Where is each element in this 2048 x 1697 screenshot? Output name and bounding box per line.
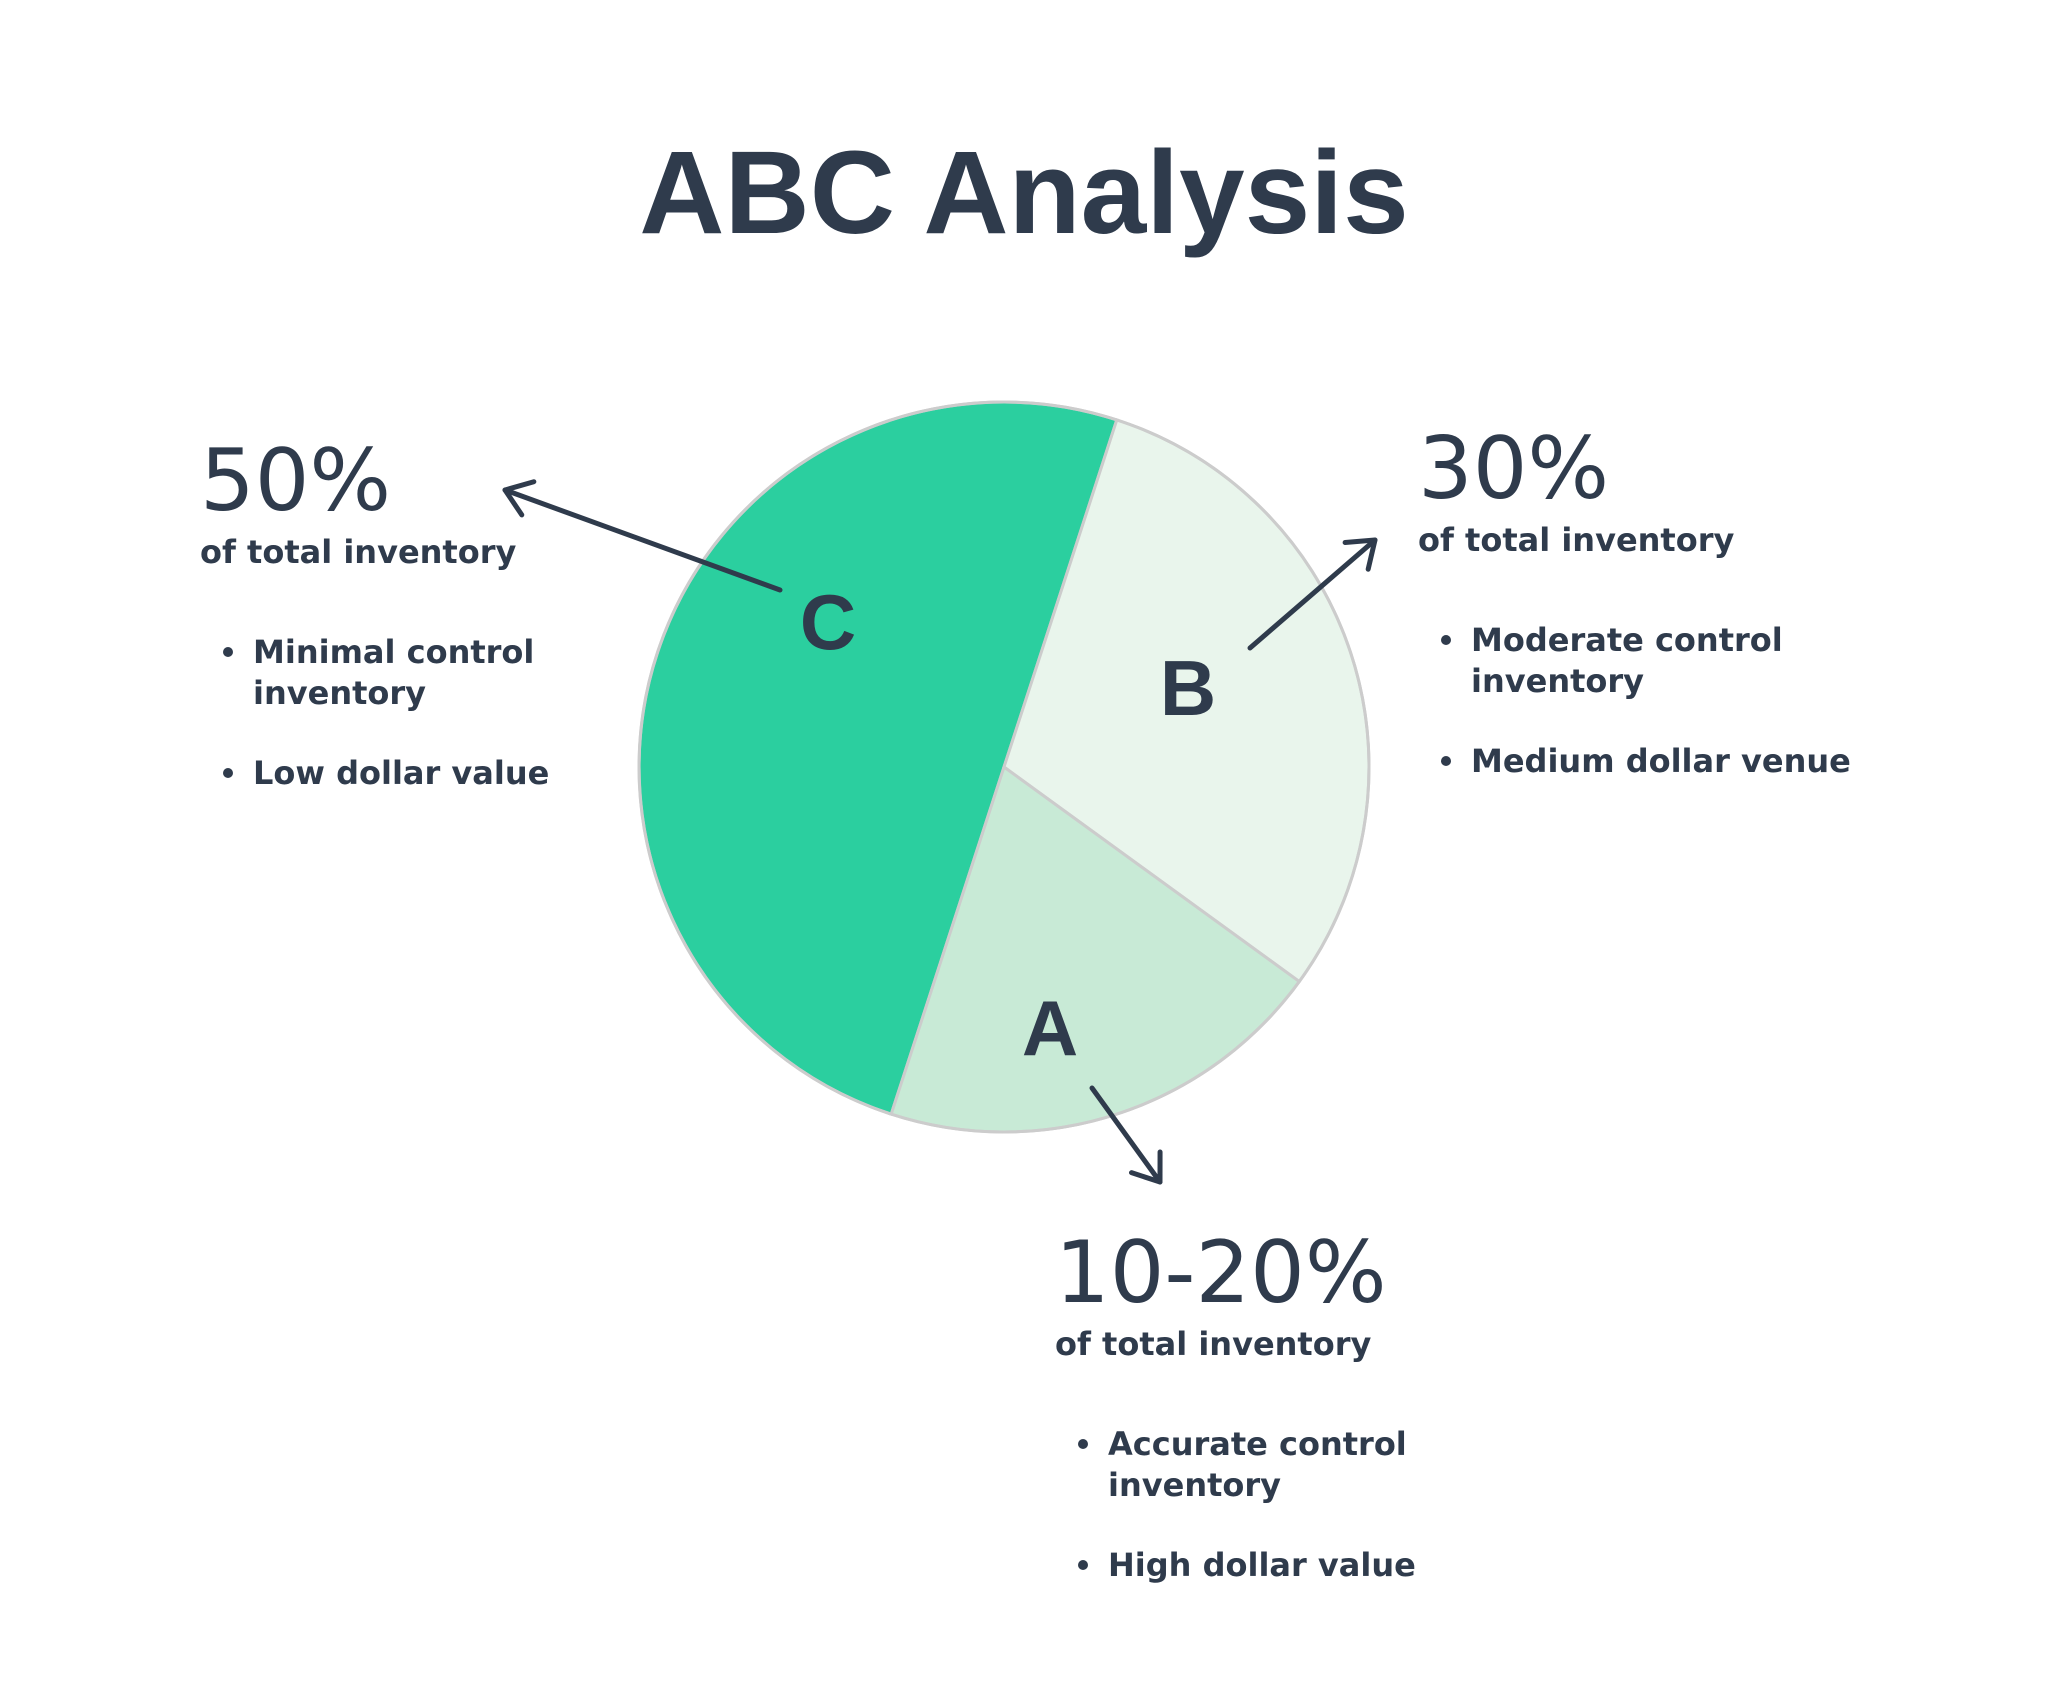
bullet-text: inventory — [253, 674, 426, 712]
pie-slice-labels: C B A — [800, 578, 1216, 1072]
callout-percent-c: 50% — [200, 431, 391, 531]
callout-percent-a: 10-20% — [1055, 1223, 1387, 1323]
bullet-dot — [1078, 1560, 1088, 1570]
arrow-head-b — [1342, 537, 1378, 572]
bullet-text: inventory — [1108, 1466, 1281, 1504]
callout-arrows — [502, 479, 1378, 1185]
bullet-text: inventory — [1471, 662, 1644, 700]
callout-caption-a: of total inventory — [1055, 1325, 1371, 1363]
bullet-dot — [1441, 635, 1451, 645]
bullet-text: Moderate control — [1471, 621, 1783, 659]
callout-caption-c: of total inventory — [200, 533, 516, 571]
bullet-dot — [1078, 1439, 1088, 1449]
chart-title: ABC Analysis — [639, 127, 1408, 259]
slice-label-b: B — [1160, 644, 1216, 732]
bullet-text: Low dollar value — [253, 754, 549, 792]
bullet-dot — [223, 647, 233, 657]
pie-slices — [637, 400, 1371, 1134]
arrow-shaft-b — [1247, 537, 1378, 651]
callout-percent-b: 30% — [1418, 419, 1609, 519]
slice-label-c: C — [800, 578, 856, 666]
bullet-text: Accurate control — [1108, 1425, 1407, 1463]
pie-outline — [637, 400, 1371, 1134]
bullet-text: High dollar value — [1108, 1546, 1416, 1584]
arrow-head-a — [1128, 1149, 1163, 1185]
bullet-dot — [1441, 756, 1451, 766]
bullet-text: Medium dollar venue — [1471, 742, 1851, 780]
arrow-head-c — [502, 479, 537, 518]
arrow-shaft-c — [502, 487, 783, 593]
callout-caption-b: of total inventory — [1418, 521, 1734, 559]
arrow-shaft-a — [1089, 1085, 1163, 1185]
bullet-text: Minimal control — [253, 633, 534, 671]
slice-label-a: A — [1022, 984, 1078, 1072]
bullet-dot — [223, 768, 233, 778]
